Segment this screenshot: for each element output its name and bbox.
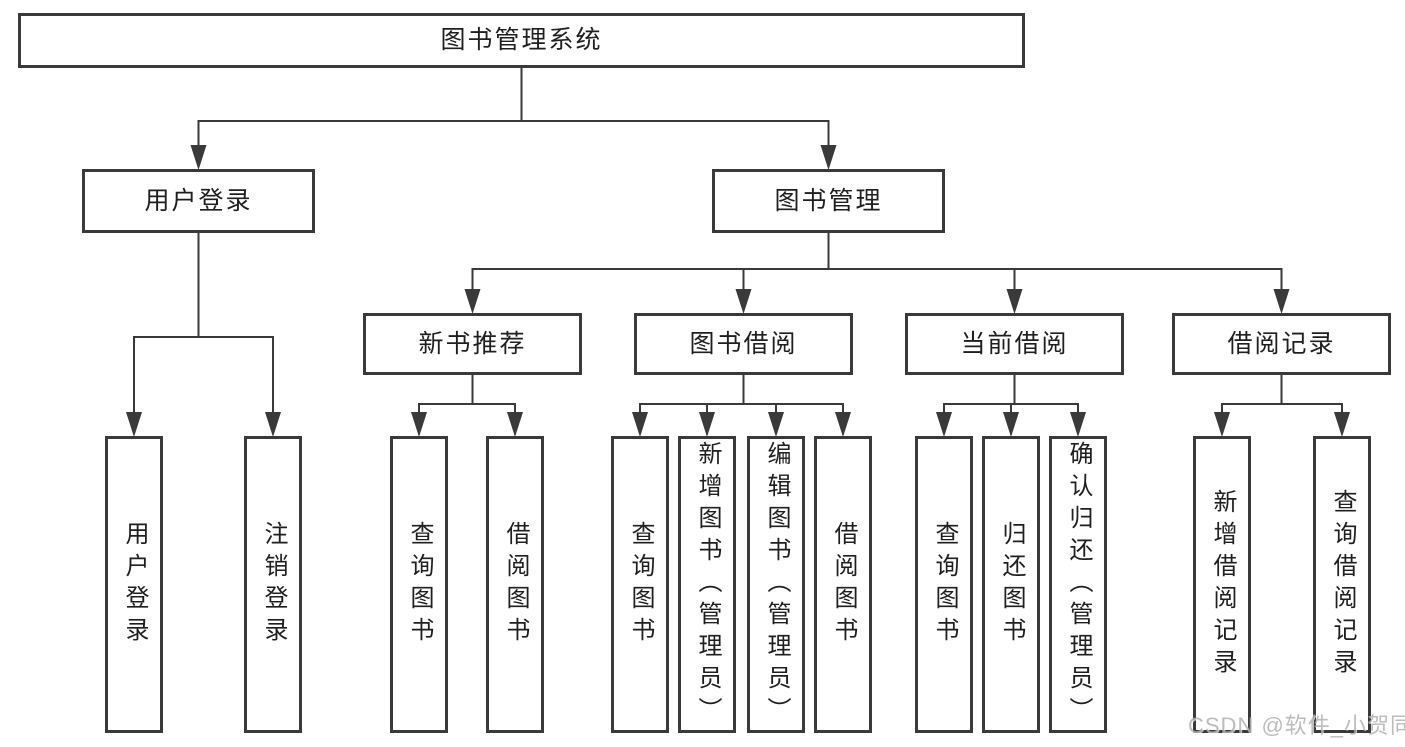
node-label: 查询借阅记录 (1329, 488, 1356, 681)
node-label: 借阅图书 (830, 520, 857, 649)
node-label: 查询图书 (931, 520, 958, 649)
node-book-borrow: 图书借阅 (634, 313, 853, 375)
node-leaf-cb-return: 归还图书 (982, 436, 1040, 733)
node-leaf-br-add: 新增借阅记录 (1193, 436, 1251, 733)
node-leaf-bb-edit: 编辑图书（管理员） (747, 436, 805, 733)
node-label: 新书推荐 (418, 329, 527, 358)
node-label: 新增借阅记录 (1209, 488, 1236, 681)
node-leaf-logout: 注销登录 (244, 436, 302, 733)
node-current-borrow: 当前借阅 (905, 313, 1124, 375)
node-label: 当前借阅 (960, 329, 1069, 358)
node-leaf-nb-query: 查询图书 (390, 436, 448, 733)
node-leaf-cb-confirm: 确认归还（管理员） (1049, 436, 1107, 733)
node-new-book-rec: 新书推荐 (363, 313, 582, 375)
node-leaf-nb-borrow: 借阅图书 (486, 436, 544, 733)
node-label: 注销登录 (260, 520, 287, 649)
watermark: CSDN @软件_小贺同学 (1188, 713, 1405, 738)
node-label: 借阅记录 (1227, 329, 1336, 358)
node-label: 查询图书 (406, 520, 433, 649)
node-borrow-records: 借阅记录 (1172, 313, 1391, 375)
node-book-mgmt: 图书管理 (712, 169, 945, 233)
node-leaf-bb-add: 新增图书（管理员） (678, 436, 736, 733)
node-label: 归还图书 (998, 520, 1025, 649)
node-label: 图书借阅 (689, 329, 798, 358)
node-label: 用户登录 (121, 520, 148, 649)
node-leaf-br-query: 查询借阅记录 (1313, 436, 1371, 733)
node-leaf-bb-borrow: 借阅图书 (814, 436, 872, 733)
node-label: 用户登录 (144, 186, 253, 215)
node-user-login: 用户登录 (82, 169, 315, 233)
node-label: 确认归还（管理员） (1065, 440, 1092, 729)
node-root: 图书管理系统 (18, 13, 1025, 68)
node-leaf-cb-query: 查询图书 (915, 436, 973, 733)
node-leaf-user-login: 用户登录 (105, 436, 163, 733)
node-label: 图书管理 (774, 186, 883, 215)
node-leaf-bb-query: 查询图书 (611, 436, 669, 733)
node-label: 查询图书 (627, 520, 654, 649)
node-label: 新增图书（管理员） (694, 440, 721, 729)
node-label: 借阅图书 (502, 520, 529, 649)
node-label: 编辑图书（管理员） (763, 440, 790, 729)
node-label: 图书管理系统 (440, 26, 603, 54)
